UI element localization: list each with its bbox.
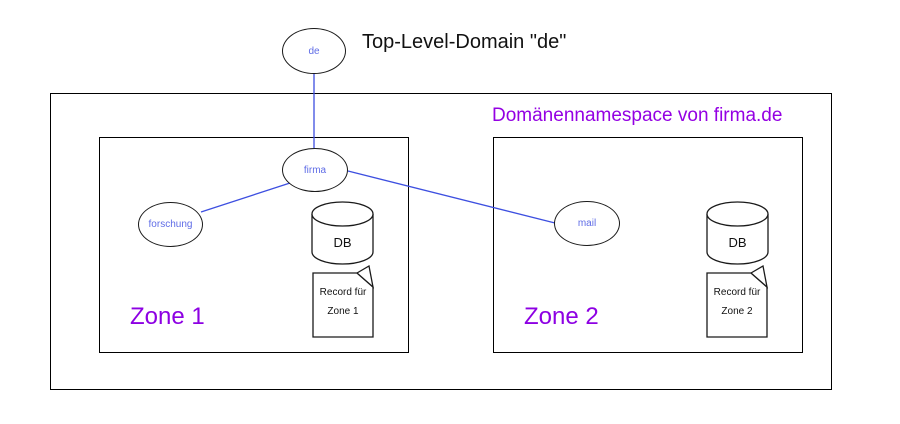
node-de-label: de bbox=[308, 45, 320, 57]
db-zone2-label: DB bbox=[728, 235, 747, 250]
zone1-box bbox=[99, 137, 409, 353]
domain-namespace-box bbox=[50, 93, 832, 390]
node-firma-label: firma bbox=[303, 164, 327, 176]
record-zone1-line1: Record für bbox=[319, 287, 367, 298]
node-mail: mail bbox=[554, 201, 620, 246]
namespace-label: Domänennamespace von firma.de bbox=[492, 105, 783, 126]
node-forschung: forschung bbox=[138, 202, 203, 247]
db-cylinder-zone1 bbox=[311, 201, 374, 265]
record-zone1-text: Record für Zone 1 bbox=[313, 283, 373, 321]
record-zone2-text: Record für Zone 2 bbox=[707, 283, 767, 321]
record-zone2-line1: Record für bbox=[713, 287, 761, 298]
record-doc-zone2 bbox=[706, 264, 768, 338]
edge-firma-mail bbox=[347, 170, 556, 224]
node-firma: firma bbox=[282, 148, 348, 192]
edge-firma-forschung bbox=[200, 182, 291, 213]
node-mail-label: mail bbox=[577, 218, 597, 229]
node-de: de bbox=[282, 28, 346, 74]
db-zone1-label: DB bbox=[333, 235, 352, 250]
diagram-title: Top-Level-Domain "de" bbox=[362, 31, 567, 53]
node-forschung-label: forschung bbox=[148, 219, 193, 230]
zone2-box bbox=[493, 137, 803, 353]
record-doc-zone1 bbox=[312, 264, 374, 338]
db-cylinder-zone2 bbox=[706, 201, 769, 265]
record-zone2-line2: Zone 2 bbox=[721, 306, 753, 317]
zone2-label: Zone 2 bbox=[524, 303, 599, 330]
record-zone1-line2: Zone 1 bbox=[327, 306, 359, 317]
zone1-label: Zone 1 bbox=[130, 303, 205, 330]
